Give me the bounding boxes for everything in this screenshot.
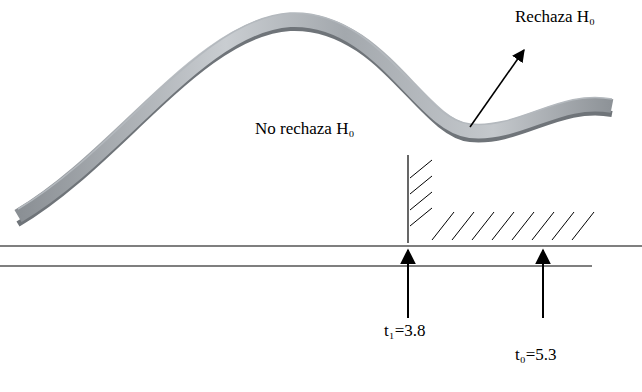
- hatch-stroke: [572, 212, 594, 240]
- hatch-stroke: [532, 212, 554, 240]
- axis-line: [0, 265, 592, 266]
- text-label: t₀=5.3: [515, 346, 557, 365]
- hatch-stroke: [492, 212, 514, 240]
- hatch-stroke: [410, 192, 432, 210]
- hatch-stroke: [410, 208, 432, 226]
- hatch-stroke: [472, 212, 494, 240]
- hatch-stroke: [512, 212, 534, 240]
- critical-line: [407, 155, 408, 243]
- hatch-stroke: [410, 160, 432, 178]
- text-label: t₁=3.8: [384, 322, 426, 341]
- marker-arrow: [542, 250, 544, 318]
- rejection-hatching: [410, 160, 594, 240]
- text-label: Rechaza H₀: [515, 8, 595, 27]
- hatch-stroke: [452, 212, 474, 240]
- pointer-arrow: [470, 50, 524, 127]
- marker-arrow: [407, 250, 409, 318]
- hatch-stroke: [552, 212, 574, 240]
- ribbon-highlight: [18, 13, 612, 209]
- axis-line: [0, 245, 642, 246]
- hatch-stroke: [410, 176, 432, 194]
- distribution-curve: [18, 20, 612, 216]
- hatch-stroke: [432, 212, 454, 240]
- text-label: No rechaza H₀: [255, 120, 354, 139]
